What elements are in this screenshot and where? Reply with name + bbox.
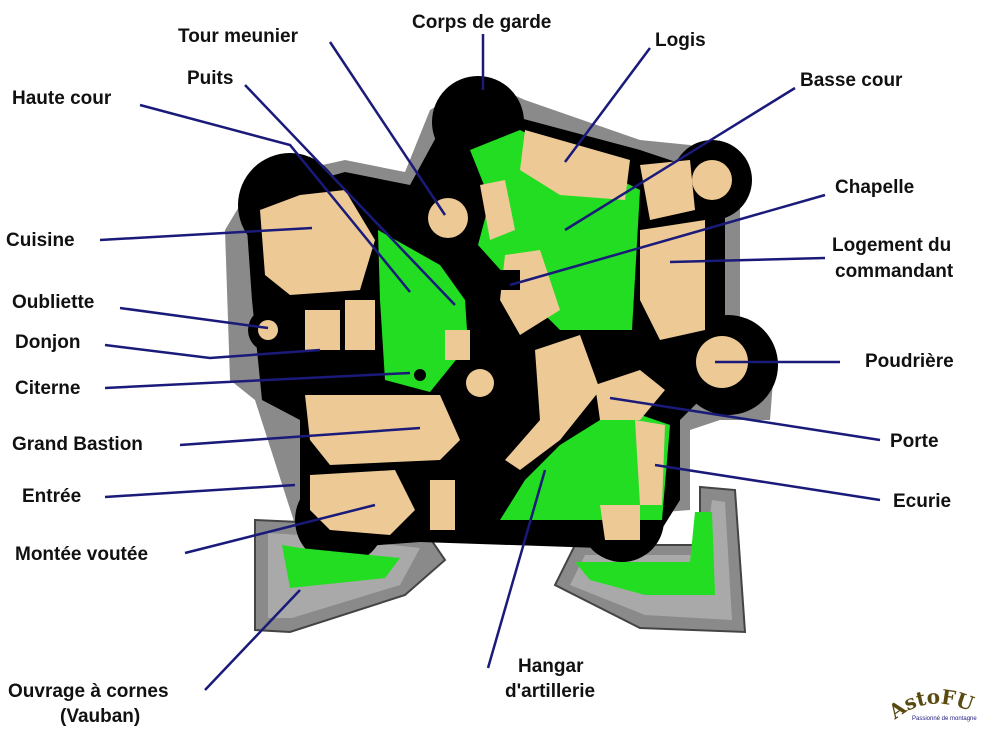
label-chapelle: Chapelle: [835, 177, 914, 198]
label-poudriere: Poudrière: [865, 351, 954, 372]
leader-lines: [99, 34, 881, 691]
label-logis: Logis: [655, 30, 706, 51]
label-tour-meunier: Tour meunier: [178, 26, 299, 47]
label-porte: Porte: [890, 431, 939, 452]
label-corps-de-garde: Corps de garde: [412, 12, 551, 33]
label-montee-voutee: Montée voutée: [15, 544, 148, 565]
label-donjon: Donjon: [15, 332, 80, 353]
label-citerne: Citerne: [15, 378, 80, 399]
label-entree: Entrée: [22, 486, 81, 507]
label-ouvrage-line1: Ouvrage à cornes: [8, 681, 169, 702]
label-hangar-line2: d'artillerie: [505, 681, 595, 702]
label-puits: Puits: [187, 68, 233, 89]
label-grand-bastion: Grand Bastion: [12, 434, 143, 455]
label-haute-cour: Haute cour: [12, 88, 112, 109]
labels: Tour meunier Corps de garde Logis Puits …: [6, 12, 954, 727]
label-logement-line1: Logement du: [832, 235, 951, 256]
label-cuisine: Cuisine: [6, 230, 75, 251]
label-ecurie: Ecurie: [893, 491, 951, 512]
label-logement-line2: commandant: [835, 261, 954, 282]
label-ouvrage-line2: (Vauban): [60, 706, 140, 727]
label-hangar-line1: Hangar: [518, 656, 584, 677]
svg-text:Passionné de montagne: Passionné de montagne: [912, 716, 977, 722]
label-basse-cour: Basse cour: [800, 70, 903, 91]
label-oubliette: Oubliette: [12, 292, 94, 313]
